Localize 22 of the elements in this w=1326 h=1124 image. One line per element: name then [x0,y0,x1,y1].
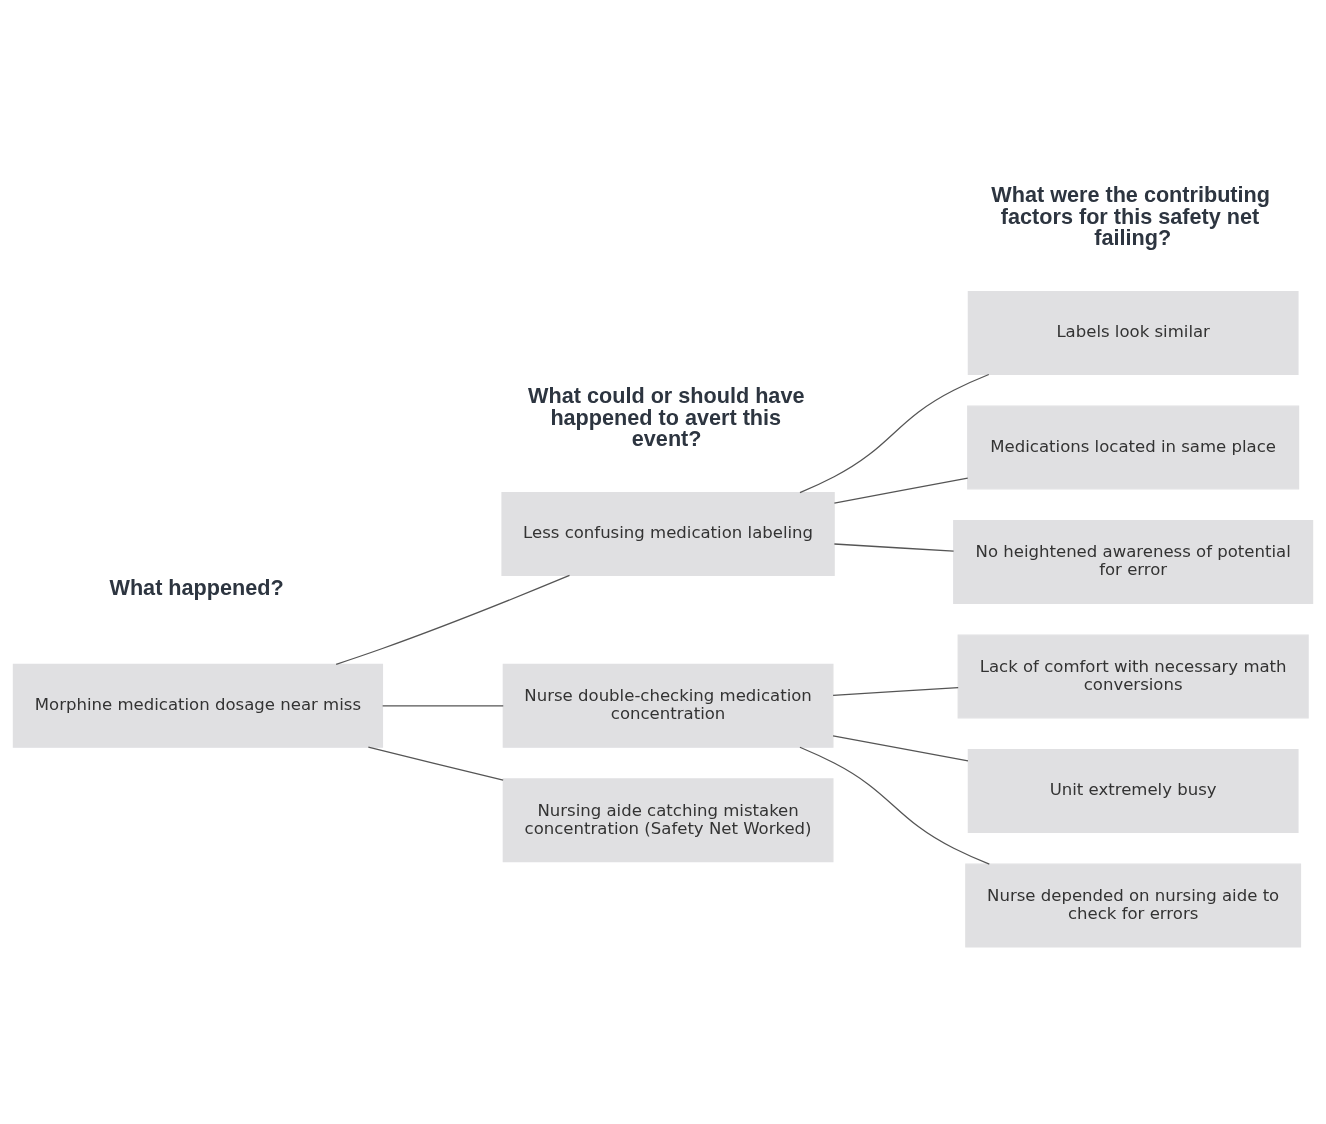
label: What could or should have happened to avert this event? [528,383,805,452]
node-box: Nurse depended on nursing aide to check for errors [965,863,1302,948]
node-box: Nurse double-checking medication concentration [502,663,834,748]
node-box: Unit extremely busy [967,749,1299,834]
connector [367,746,504,781]
label: What happened? [109,575,284,601]
connector [335,574,571,665]
connector [382,705,504,707]
connector [832,686,959,697]
node-box: No heightened awareness of potential for error [953,520,1314,604]
connector [799,746,990,865]
connector [832,735,969,762]
node-box: Nursing aide catching mistaken concentration (Safety Net Worked) [502,778,834,863]
node-box: Morphine medication dosage near miss [12,663,384,748]
node-box: Lack of comfort with necessary math conversions [957,634,1309,719]
node-box: Labels look similar [967,290,1299,375]
node-box: Medications located in same place [967,405,1300,490]
connector [833,477,969,504]
label: What were the contributing factors for this safety net failing? [991,182,1271,251]
connector [799,373,990,494]
connector [833,543,955,552]
node-box: Less confusing medication labeling [501,492,835,576]
